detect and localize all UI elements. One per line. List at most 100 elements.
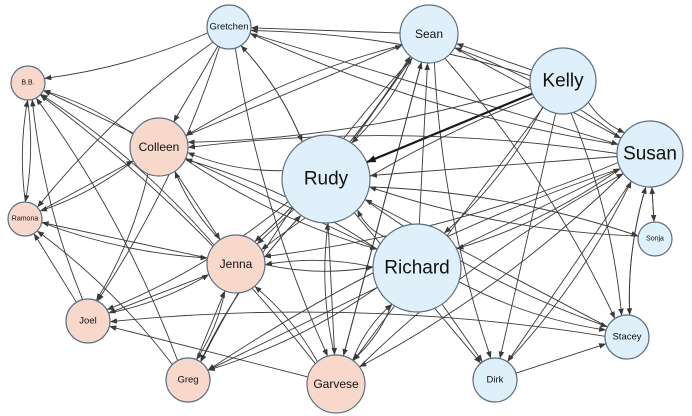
edge-joel-to-jenna bbox=[108, 274, 210, 314]
node-ramona-circle bbox=[7, 201, 43, 237]
node-bb: B.B. bbox=[10, 65, 46, 101]
node-colleen: Colleen bbox=[129, 117, 189, 177]
edge-greg-to-ramona bbox=[36, 230, 173, 365]
node-gretchen-circle bbox=[206, 4, 252, 50]
edge-bb-to-ramona bbox=[23, 99, 32, 203]
edge-richard-to-rudy bbox=[357, 209, 386, 238]
edge-susan-to-garvese bbox=[359, 173, 624, 368]
edge-garvese-to-susan bbox=[359, 173, 624, 368]
edge-kelly-to-susan bbox=[587, 101, 625, 134]
edge-richard-to-bb bbox=[43, 89, 378, 250]
node-stacey-label: Stacey bbox=[612, 332, 641, 343]
node-colleen-circle bbox=[129, 117, 189, 177]
node-gretchen: Gretchen bbox=[206, 4, 252, 50]
node-dirk: Dirk bbox=[472, 357, 518, 403]
node-ramona: Ramona bbox=[7, 201, 43, 237]
edge-jenna-to-joel bbox=[108, 273, 210, 314]
edge-gretchen-to-garvese bbox=[234, 48, 329, 357]
edge-kelly-to-rudy bbox=[366, 92, 533, 164]
edge-jenna-to-bb bbox=[40, 93, 215, 246]
node-kelly-circle bbox=[529, 47, 597, 115]
edge-ramona-to-colleen bbox=[39, 160, 134, 212]
edge-ramona-to-bb bbox=[21, 99, 30, 203]
edge-greg-to-jenna bbox=[195, 290, 226, 360]
node-richard-label: Richard bbox=[384, 258, 449, 279]
node-sonja: Sonja bbox=[637, 221, 673, 257]
edge-sonja-to-susan bbox=[649, 186, 656, 223]
edge-sean-to-rudy bbox=[351, 57, 413, 144]
edge-garvese-to-bb bbox=[39, 94, 316, 364]
edge-kelly-to-sean bbox=[456, 43, 533, 71]
edge-joel-to-ramona bbox=[33, 233, 77, 303]
node-sean: Sean bbox=[399, 4, 459, 64]
edge-susan-to-gretchen bbox=[249, 32, 619, 145]
edge-rudy-to-sonja bbox=[369, 186, 639, 237]
edge-rudy-to-garvese bbox=[327, 222, 338, 356]
edge-dirk-to-stacey bbox=[515, 343, 607, 374]
edge-colleen-to-bb bbox=[43, 89, 134, 135]
edge-colleen-to-sean bbox=[185, 44, 403, 137]
edge-susan-to-richard bbox=[456, 168, 621, 250]
edge-stacey-to-rudy bbox=[364, 199, 608, 328]
node-stacey-circle bbox=[604, 314, 650, 360]
edge-sean-to-dirk bbox=[433, 62, 492, 359]
edge-kelly-to-jenna bbox=[261, 96, 535, 251]
node-rudy-label: Rudy bbox=[304, 169, 349, 190]
node-stacey: Stacey bbox=[604, 314, 650, 360]
node-garvese: Garvese bbox=[306, 354, 366, 414]
edge-susan-to-rudy bbox=[369, 156, 618, 178]
edge-dirk-to-susan bbox=[507, 181, 632, 363]
node-greg-circle bbox=[165, 357, 211, 403]
edge-richard-to-colleen bbox=[185, 158, 378, 250]
edge-rudy-to-gretchen bbox=[240, 45, 303, 143]
node-joel: Joel bbox=[65, 298, 111, 344]
edge-colleen-to-ramona bbox=[39, 160, 134, 212]
node-kelly-label: Kelly bbox=[542, 71, 584, 92]
edge-garvese-to-rudy bbox=[324, 222, 336, 356]
node-richard-circle bbox=[372, 223, 462, 313]
node-jenna: Jenna bbox=[206, 234, 266, 294]
edge-rudy-to-colleen bbox=[187, 152, 283, 172]
node-bb-circle bbox=[10, 65, 46, 101]
node-bb-label: B.B. bbox=[21, 80, 34, 87]
node-susan-circle bbox=[616, 120, 684, 188]
edge-jenna-to-ramona bbox=[41, 221, 208, 259]
edge-jenna-to-colleen bbox=[174, 171, 221, 241]
node-greg: Greg bbox=[165, 357, 211, 403]
edge-susan-to-jenna bbox=[263, 162, 619, 259]
edge-rudy-to-jenna bbox=[256, 208, 295, 245]
edge-kelly-to-gretchen bbox=[250, 27, 531, 77]
edge-stacey-to-susan bbox=[628, 186, 647, 316]
edge-gretchen-to-ramona bbox=[37, 41, 214, 208]
node-sonja-label: Sonja bbox=[646, 236, 664, 243]
edge-richard-to-stacey bbox=[458, 281, 607, 332]
edge-garvese-to-joel bbox=[109, 325, 309, 378]
node-susan-label: Susan bbox=[623, 144, 677, 165]
edge-stacey-to-joel bbox=[109, 311, 606, 337]
edge-gretchen-to-joel bbox=[97, 46, 220, 302]
edge-layer bbox=[21, 25, 657, 378]
edge-colleen-to-richard bbox=[185, 158, 378, 251]
node-jenna-label: Jenna bbox=[220, 257, 253, 271]
node-susan: Susan bbox=[616, 120, 684, 188]
node-kelly: Kelly bbox=[529, 47, 597, 115]
edge-colleen-to-jenna bbox=[174, 170, 221, 241]
edge-sean-to-gretchen bbox=[250, 25, 401, 34]
node-colleen-label: Colleen bbox=[139, 140, 180, 154]
edge-richard-to-jenna bbox=[264, 259, 374, 268]
edge-sean-to-stacey bbox=[444, 58, 616, 319]
edge-gretchen-to-susan bbox=[249, 32, 619, 146]
edge-jenna-to-richard bbox=[264, 264, 374, 272]
edge-garvese-to-richard bbox=[352, 303, 393, 361]
edge-gretchen-to-bb bbox=[44, 32, 208, 81]
edge-kelly-to-garvese bbox=[353, 107, 544, 362]
edge-richard-to-dirk bbox=[441, 303, 483, 363]
node-dirk-circle bbox=[472, 357, 518, 403]
node-dirk-label: Dirk bbox=[487, 375, 504, 386]
edge-susan-to-colleen bbox=[187, 135, 618, 154]
edge-rudy-to-stacey bbox=[364, 199, 608, 328]
edge-joel-to-bb bbox=[30, 99, 84, 300]
